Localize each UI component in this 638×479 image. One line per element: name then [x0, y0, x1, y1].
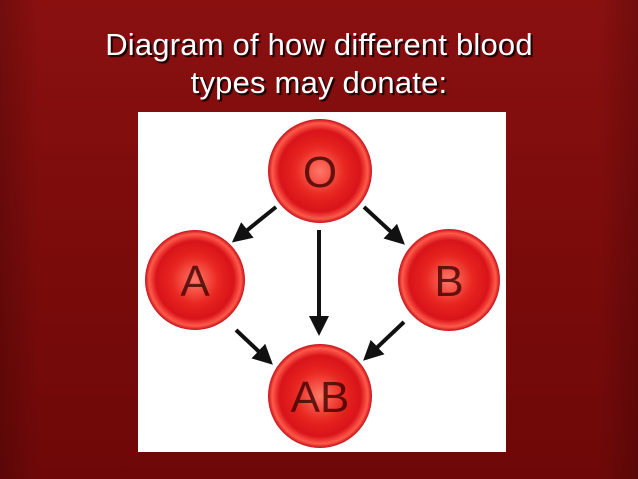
title-line-2: types may donate:	[190, 65, 448, 100]
node-a: A	[145, 230, 245, 330]
node-ab: AB	[268, 344, 372, 448]
node-o: O	[268, 119, 372, 223]
arrow-b-to-ab	[363, 320, 406, 361]
blood-donation-diagram: O A B AB	[138, 112, 506, 452]
arrow-o-to-a	[231, 205, 278, 243]
node-o-label: O	[303, 148, 337, 197]
arrow-o-to-b	[362, 205, 405, 245]
arrows	[231, 205, 406, 365]
title-line-1: Diagram of how different blood	[105, 27, 533, 62]
slide-title: Diagram of how different blood types may…	[40, 26, 598, 102]
diagram-svg: O A B AB	[145, 119, 500, 448]
arrow-a-to-ab	[234, 328, 273, 365]
node-a-label: A	[180, 257, 210, 306]
node-ab-label: AB	[291, 373, 350, 422]
node-b: B	[398, 229, 500, 331]
node-b-label: B	[434, 257, 463, 306]
